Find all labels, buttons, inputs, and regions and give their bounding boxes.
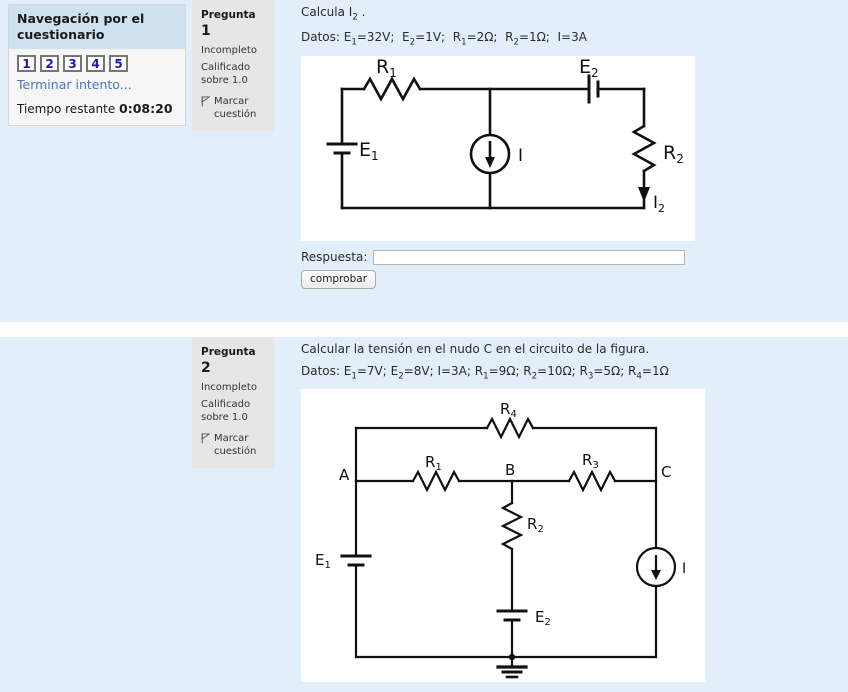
svg-text:I2: I2 xyxy=(653,193,665,215)
flag-question-label-1: Marcar cuestión xyxy=(214,95,257,120)
question-number-list: 1 2 3 4 5 xyxy=(17,55,177,73)
question-label-2: Pregunta 2 xyxy=(201,345,264,378)
flag-question-button-1[interactable]: Marcar cuestión xyxy=(201,95,264,121)
answer-input-1[interactable] xyxy=(373,249,686,265)
svg-text:I: I xyxy=(518,146,523,166)
flag-icon xyxy=(201,96,211,107)
question-label-text-1: Pregunta xyxy=(201,9,256,21)
question-data-line-1: Datos: E1=32V; E2=1V; R1=2Ω; R2=1Ω; I=3A xyxy=(301,30,587,48)
flag-question-button-2[interactable]: Marcar cuestión xyxy=(201,432,264,458)
question-nav-button-5[interactable]: 5 xyxy=(109,55,128,73)
question-prompt-line-1: Calcula I2 . xyxy=(301,5,848,23)
question-content-1: Calcula I2 . Datos: E1=32V; E2=1V; R1=2Ω… xyxy=(301,0,848,289)
flag-icon xyxy=(201,433,211,444)
answer-row-1: Respuesta: xyxy=(301,249,848,265)
question-number-2: 2 xyxy=(201,360,211,377)
svg-text:A: A xyxy=(339,466,350,484)
svg-text:I: I xyxy=(682,561,686,577)
check-button-1[interactable]: comprobar xyxy=(301,269,377,289)
question-nav-button-3[interactable]: 3 xyxy=(63,55,82,73)
svg-text:E2: E2 xyxy=(535,608,551,628)
remaining-time-label: Tiempo restante xyxy=(17,102,116,117)
question-separator xyxy=(0,322,848,337)
svg-text:E2: E2 xyxy=(579,56,599,80)
question-prompt-2: Calcular la tensión en el nudo C en el c… xyxy=(301,337,848,382)
question-label-1: Pregunta 1 xyxy=(201,8,264,41)
question-nav-button-2[interactable]: 2 xyxy=(40,55,59,73)
svg-text:R2: R2 xyxy=(663,142,684,166)
circuit-diagram-2: R4 R1 R3 A B C R2 E1 E2 I xyxy=(301,389,705,683)
quiz-navigation-body: 1 2 3 4 5 Terminar intento... Tiempo res… xyxy=(9,49,185,125)
question-nav-button-4[interactable]: 4 xyxy=(86,55,105,73)
question-number-1: 1 xyxy=(201,23,211,40)
question-nav-button-1[interactable]: 1 xyxy=(17,55,36,73)
svg-text:R1: R1 xyxy=(425,453,442,473)
prompt-post-1: . xyxy=(357,5,366,19)
question-data-line-2: Datos: E1=7V; E2=8V; I=3A; R1=9Ω; R2=10Ω… xyxy=(301,363,669,382)
question-state-1: Incompleto xyxy=(201,45,257,57)
question-block-2: Pregunta 2 Incompleto Calificado sobre 1… xyxy=(0,337,848,692)
prompt-sub-1: 2 xyxy=(352,12,358,23)
question-grade-info-2: Calificado sobre 1.0 xyxy=(201,398,251,424)
quiz-navigation-panel: Navegación por el cuestionario 1 2 3 4 5… xyxy=(8,4,186,127)
svg-text:R2: R2 xyxy=(527,515,544,535)
prompt-pre-1: Calcula I xyxy=(301,5,353,19)
flag-question-label-2: Marcar cuestión xyxy=(214,432,257,457)
answer-label-1: Respuesta: xyxy=(301,250,368,265)
question-block-1: Pregunta 1 Incompleto Calificado sobre 1… xyxy=(0,0,848,322)
question-grade-info-1: Calificado sobre 1.0 xyxy=(201,61,251,87)
svg-text:R1: R1 xyxy=(376,56,397,80)
svg-text:C: C xyxy=(661,463,671,481)
finish-attempt-link[interactable]: Terminar intento... xyxy=(17,77,132,93)
circuit-diagram-1: R1 E2 E1 I R2 I2 xyxy=(301,55,695,241)
svg-text:R3: R3 xyxy=(582,451,599,471)
svg-text:B: B xyxy=(505,461,515,479)
svg-text:E1: E1 xyxy=(315,551,331,571)
question-label-text-2: Pregunta xyxy=(201,346,256,358)
question-prompt-1: Calcula I2 . Datos: E1=32V; E2=1V; R1=2Ω… xyxy=(301,0,848,49)
remaining-time-row: Tiempo restante 0:08:20 xyxy=(17,101,177,116)
question-prompt-line-2: Calcular la tensión en el nudo C en el c… xyxy=(301,342,650,356)
svg-text:E1: E1 xyxy=(359,139,379,163)
question-info-1: Pregunta 1 Incompleto Calificado sobre 1… xyxy=(192,0,274,131)
quiz-navigation-title: Navegación por el cuestionario xyxy=(9,5,185,50)
remaining-time-value: 0:08:20 xyxy=(119,101,173,117)
question-info-2: Pregunta 2 Incompleto Calificado sobre 1… xyxy=(192,337,274,468)
svg-text:R4: R4 xyxy=(500,400,517,420)
question-content-2: Calcular la tensión en el nudo C en el c… xyxy=(301,337,848,683)
question-state-2: Incompleto xyxy=(201,382,257,394)
